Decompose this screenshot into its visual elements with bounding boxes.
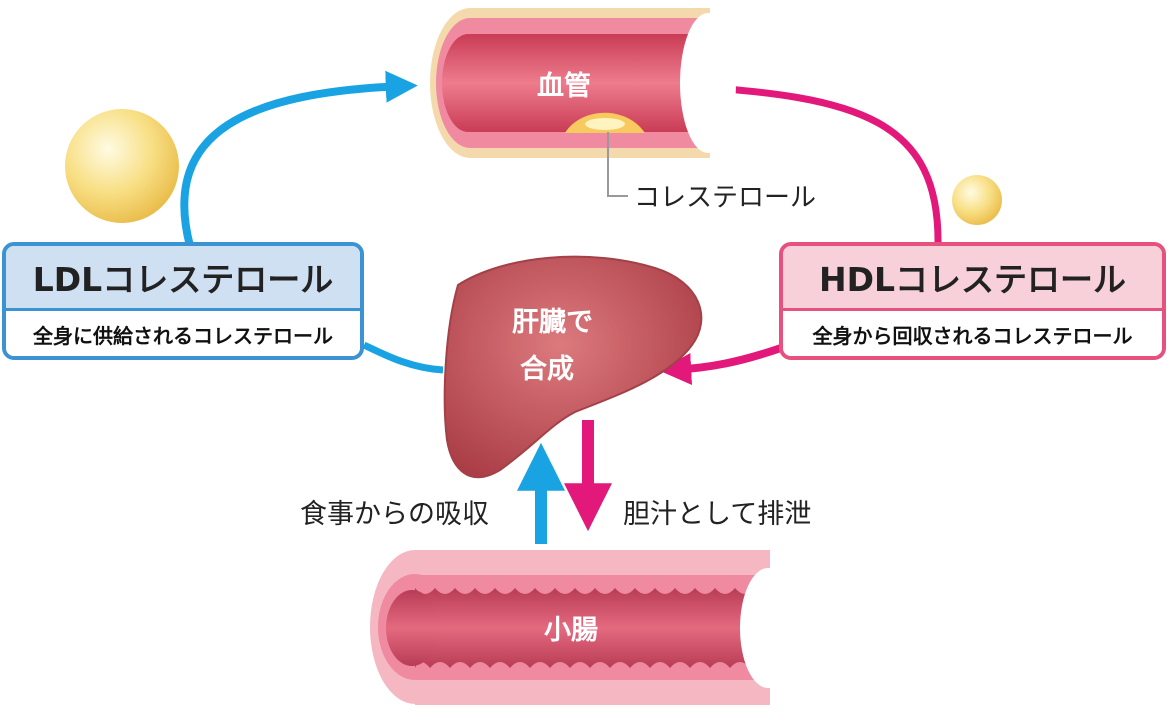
liver: [443, 255, 703, 479]
plaque-label: コレステロール: [634, 183, 816, 213]
hdl-box: HDLコレステロール 全身から回収されるコレステロール: [779, 242, 1166, 360]
hdl-to-liver-arrow: [659, 344, 783, 385]
blood-vessel-label: 血管: [537, 71, 591, 102]
liver-label-line2: 合成: [520, 353, 574, 385]
liver-label-line1: 肝臓で: [512, 307, 593, 338]
excretion-label: 胆汁として排泄: [623, 499, 811, 530]
plaque-callout-line: [607, 132, 628, 197]
vessel-to-hdl-line: [681, 82, 942, 247]
ldl-to-vessel-arrow: [180, 70, 418, 247]
ldl-particle: [65, 109, 179, 223]
ldl-title: LDLコレステロール: [6, 246, 360, 311]
liver-to-ldl-line: [362, 341, 444, 374]
ldl-box: LDLコレステロール 全身に供給されるコレステロール: [2, 242, 364, 360]
blood-vessel: [430, 8, 736, 158]
small-intestine: [370, 550, 796, 705]
ldl-description: 全身に供給されるコレステロール: [6, 311, 360, 356]
absorption-label: 食事からの吸収: [300, 499, 489, 530]
hdl-description: 全身から回収されるコレステロール: [783, 311, 1162, 356]
small-intestine-label: 小腸: [544, 615, 598, 646]
hdl-particle: [952, 175, 1002, 225]
hdl-title: HDLコレステロール: [783, 246, 1162, 311]
